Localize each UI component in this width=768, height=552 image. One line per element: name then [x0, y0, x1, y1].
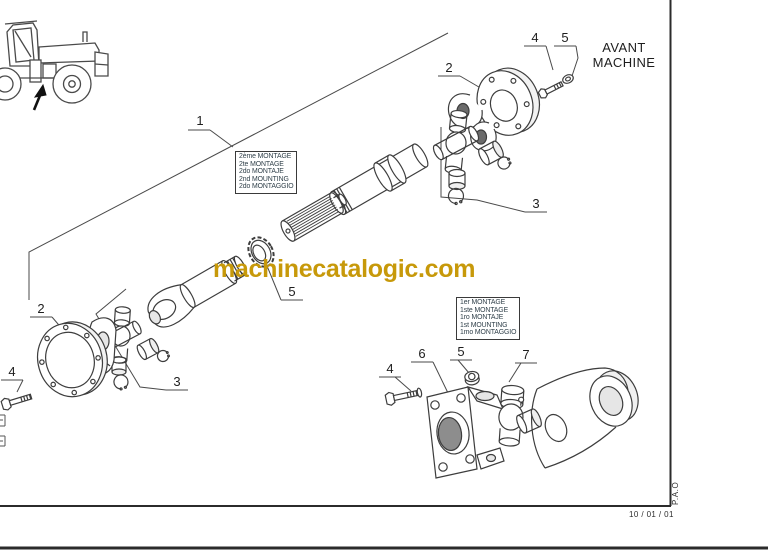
pao-label: P.A.O: [671, 481, 680, 505]
bearing-cup: [478, 140, 504, 166]
circlip: [156, 349, 171, 363]
bottom-bolt: [384, 387, 423, 406]
bracket-bolt-holes: [430, 393, 475, 472]
mounting-label-en: 2nd MOUNTING: [239, 175, 289, 183]
circlip: [113, 374, 129, 391]
bearing-cup: [448, 168, 466, 191]
spline-teeth: [286, 195, 340, 237]
drive-shaft-assembly: [0, 67, 574, 411]
mounting-bracket: [426, 386, 505, 479]
mounting-label-fr: 1er MONTAGE: [460, 299, 506, 306]
location-arrow-icon: [32, 83, 47, 111]
circlip: [497, 156, 512, 170]
front-machine-line-1: AVANT: [602, 40, 646, 55]
upper-flange-yoke: [476, 67, 541, 136]
bottom-yoke: [531, 367, 639, 469]
callout-4-top: 4: [531, 30, 539, 45]
callout-3-right: 3: [532, 196, 540, 211]
mounting-label-fr: 2ème MONTAGE: [239, 153, 292, 160]
lower-flange-ring: [36, 321, 108, 398]
first-mounting-box: 1er MONTAGE 1ste MONTAGE 1ro MONTAJE 1st…: [456, 297, 521, 340]
splined-shaft: [280, 192, 347, 242]
mounting-label-de: 1ste MONTAGE: [460, 306, 509, 314]
callout-1: 1: [196, 113, 204, 128]
callout-6-bottom: 6: [418, 346, 426, 361]
bearing-cup: [516, 408, 542, 434]
mounting-label-en: 1st MOUNTING: [460, 321, 508, 329]
mounting-label-es: 2do MONTAJE: [239, 168, 284, 176]
callout-5-bottom: 5: [457, 344, 465, 359]
bearing-cup: [136, 337, 160, 361]
callout-2-left: 2: [37, 301, 45, 316]
assembly-bracket-line: [28, 32, 449, 300]
date-code: 10 / 01 / 01: [629, 510, 674, 519]
loader-tractor-illustration: [0, 20, 109, 111]
callout-3-left: 3: [173, 374, 181, 389]
mounting-label-es: 1ro MONTAJE: [460, 314, 504, 322]
slip-yoke-tube: [147, 255, 248, 328]
second-mounting-box: 2ème MONTAGE 2te MONTAGE 2do MONTAJE 2nd…: [235, 151, 298, 194]
front-machine-label: AVANT MACHINE: [584, 40, 664, 70]
bottom-ujoint: [498, 384, 542, 447]
bottom-mounting-assembly: [384, 367, 639, 479]
mounting-label-de: 2te MONTAGE: [239, 160, 284, 168]
mounting-label-it: 1mo MONTAGGIO: [460, 329, 517, 337]
mounting-label-it: 2do MONTAGGIO: [239, 183, 294, 191]
clipped-margin-text: [0, 414, 6, 447]
flange-bolt-holes: [480, 76, 530, 130]
callout-4-bottom: 4: [386, 361, 394, 376]
callout-leader-lines: [1, 32, 579, 394]
upper-bolt: [537, 80, 564, 99]
front-machine-line-2: MACHINE: [592, 55, 656, 70]
flange-bolt-holes: [39, 324, 101, 396]
callout-2-top: 2: [445, 60, 453, 75]
upper-nut: [562, 74, 574, 84]
watermark: machinecatalogic.com: [213, 255, 476, 283]
bottom-nut: [464, 370, 480, 386]
callout-5-top: 5: [561, 30, 569, 45]
callout-4-left: 4: [8, 364, 16, 379]
upper-ujoint: [432, 109, 512, 206]
collar-nut: [247, 236, 275, 268]
lower-left-bolt: [0, 393, 33, 411]
callout-7-bottom: 7: [522, 347, 530, 362]
callout-5-mid: 5: [288, 284, 296, 299]
circlip: [447, 187, 465, 206]
